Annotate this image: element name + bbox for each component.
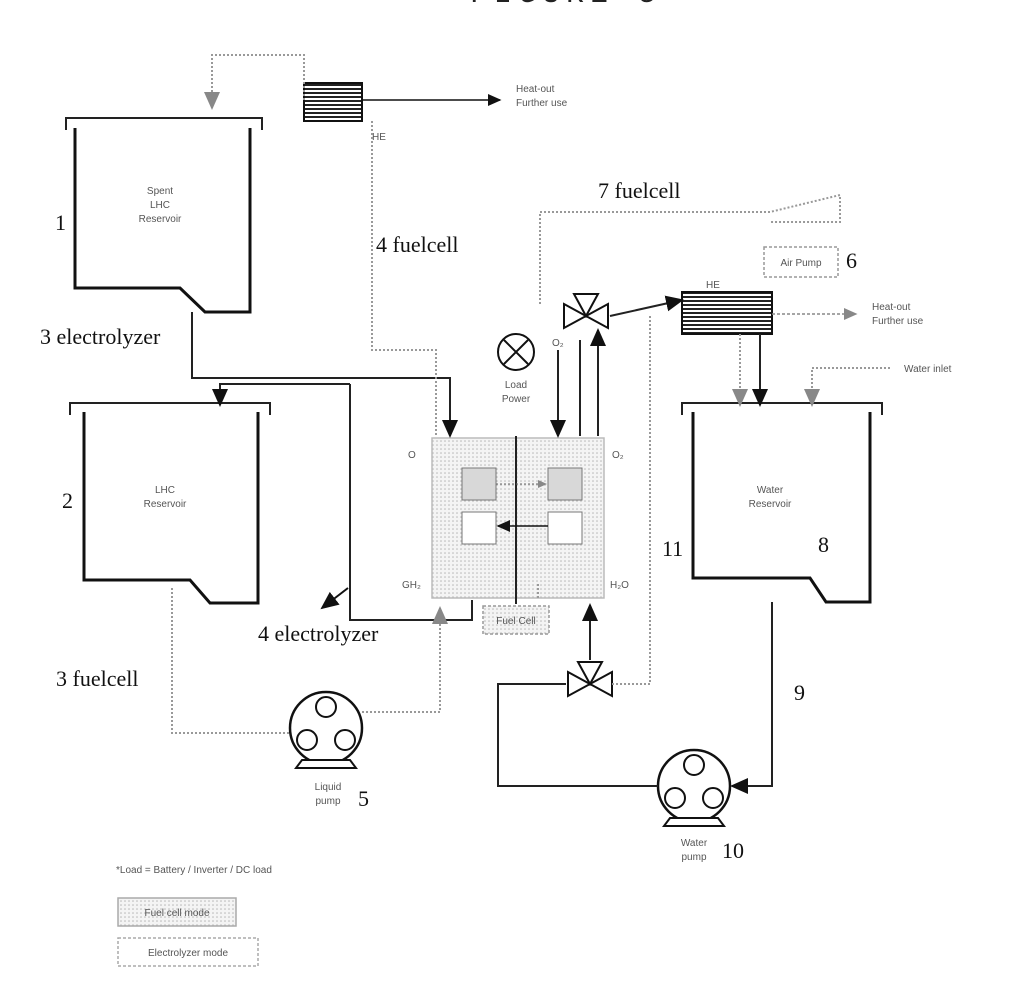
label-4-fuelcell: 4 fuelcell [376, 232, 458, 257]
o2-top-label: O₂ [552, 338, 564, 349]
spent-lhc-reservoir: Spent LHC Reservoir [66, 118, 262, 312]
load-line-1: Load [505, 380, 527, 391]
label-3-fuelcell: 3 fuelcell [56, 666, 138, 691]
heat-out-top-line-2: Further use [516, 98, 568, 109]
air-pump-label: Air Pump [780, 258, 822, 269]
legend: Fuel cell mode Electrolyzer mode [118, 898, 258, 966]
spent-reservoir-line-2: LHC [150, 200, 170, 211]
liquid-pump: Liquid pump [290, 692, 362, 807]
load: Load Power O₂ [498, 334, 564, 405]
footnote: *Load = Battery / Inverter / DC load [116, 865, 272, 876]
heat-exchanger-right: HE Heat-out Further use [682, 280, 924, 334]
label-2: 2 [62, 488, 73, 513]
label-5: 5 [358, 786, 369, 811]
water-reservoir: Water Reservoir [682, 403, 882, 602]
water-reservoir-line-1: Water [757, 485, 784, 496]
spent-reservoir-line-1: Spent [147, 186, 173, 197]
three-way-valve-top [564, 294, 608, 328]
liquid-pump-line-1: Liquid [315, 782, 342, 793]
lhc-reservoir-line-1: LHC [155, 485, 175, 496]
three-way-valve-bottom [568, 662, 612, 696]
water-pump-line-1: Water [681, 838, 708, 849]
spent-reservoir-line-3: Reservoir [139, 214, 182, 225]
heat-out-top-line-1: Heat-out [516, 84, 555, 95]
fuel-cell-label: Fuel Cell [496, 616, 535, 627]
label-1: 1 [55, 210, 66, 235]
lhc-reservoir-line-2: Reservoir [144, 499, 187, 510]
label-11: 11 [662, 536, 683, 561]
stack-gh-label: GH₂ [402, 580, 421, 591]
hx-top-label: HE [372, 132, 386, 143]
water-inlet-label: Water inlet [904, 364, 952, 375]
heat-exchanger-top: HE Heat-out Further use [304, 83, 568, 143]
label-10: 10 [722, 838, 744, 863]
stack-o-label: O [408, 450, 416, 461]
fuel-cell-stack: O O₂ GH₂ H₂O [402, 436, 629, 604]
legend-electrolyzer-mode: Electrolyzer mode [148, 948, 228, 959]
fuel-cell-box: Fuel Cell [483, 606, 549, 634]
stack-o2-label: O₂ [612, 450, 624, 461]
liquid-pump-line-2: pump [315, 796, 340, 807]
label-9: 9 [794, 680, 805, 705]
legend-fuel-cell-mode: Fuel cell mode [144, 908, 209, 919]
water-pump-line-2: pump [681, 852, 706, 863]
water-pump: Water pump [658, 750, 730, 863]
label-3-electrolyzer: 3 electrolyzer [40, 324, 161, 349]
label-7-fuelcell: 7 fuelcell [598, 178, 680, 203]
label-6: 6 [846, 248, 857, 273]
label-8: 8 [818, 532, 829, 557]
hx-right-label: HE [706, 280, 720, 291]
heat-out-right-line-2: Further use [872, 316, 924, 327]
air-pump: Air Pump [764, 247, 838, 277]
heat-out-right-line-1: Heat-out [872, 302, 911, 313]
load-line-2: Power [502, 394, 531, 405]
water-reservoir-line-2: Reservoir [749, 499, 792, 510]
lhc-reservoir: LHC Reservoir [70, 403, 270, 603]
stack-h2o-label: H₂O [610, 580, 629, 591]
label-4-electrolyzer: 4 electrolyzer [258, 621, 379, 646]
